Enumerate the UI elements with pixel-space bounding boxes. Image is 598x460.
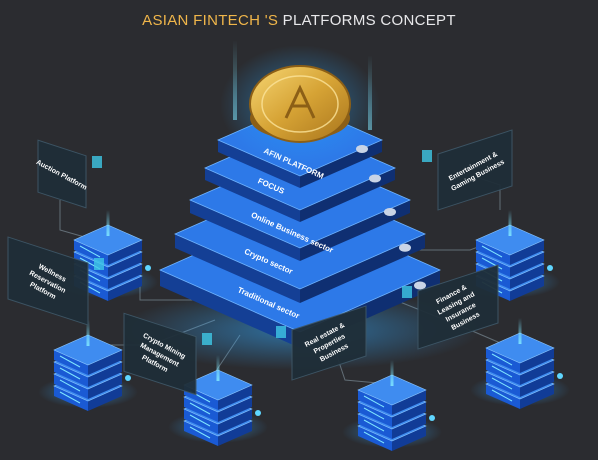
platform-label-panel: Finance &Leasing andInsuranceBusiness	[402, 264, 499, 350]
platform-label-panel: Entertainment &Gaming Business	[422, 129, 513, 211]
platform-label: Finance &Leasing andInsuranceBusiness	[432, 282, 485, 334]
server-stacks	[38, 210, 570, 451]
server-stack-icon	[38, 320, 138, 411]
platform-label: Crypto MiningManagementPlatform	[132, 332, 186, 378]
title-accent: ASIAN FINTECH 'S	[142, 12, 279, 29]
server-stack-icon	[342, 360, 442, 451]
platform-label-panel: WellnessReservationPlatform	[7, 236, 104, 326]
platform-label-panel: Crypto MiningManagementPlatform	[123, 312, 212, 396]
platform-label-panel: Real estate &PropertiesBusiness	[276, 305, 367, 381]
platform-labels: Auction PlatformWellnessReservationPlatf…	[7, 129, 513, 396]
platform-label-panel: Auction Platform	[35, 139, 102, 209]
page-title: ASIAN FINTECH 'S PLATFORMS CONCEPT	[0, 12, 598, 29]
title-rest: PLATFORMS CONCEPT	[278, 12, 456, 29]
server-stack-icon	[168, 355, 268, 446]
platform-label: Real estate &PropertiesBusiness	[304, 322, 355, 366]
server-stack-icon	[470, 318, 570, 409]
afin-coin-icon	[220, 40, 380, 165]
